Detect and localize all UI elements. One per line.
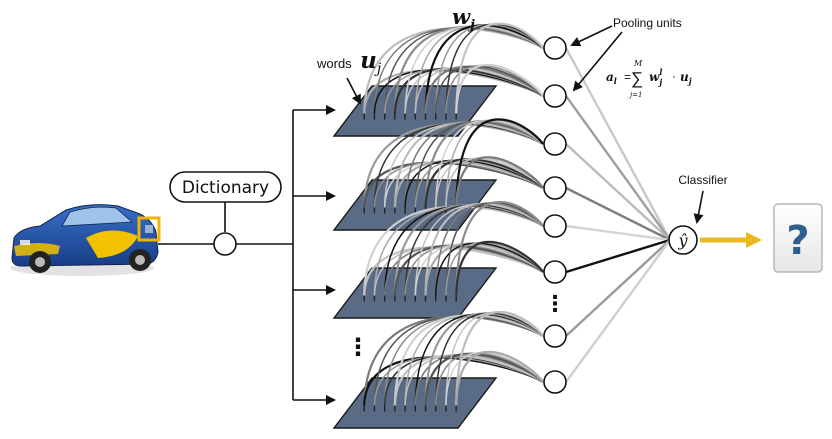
svg-text:∑: ∑ xyxy=(631,69,643,88)
weight-arc xyxy=(455,63,544,114)
dictionary-box xyxy=(169,171,282,203)
planes-ellipsis: ⋮ xyxy=(346,334,370,361)
svg-text:al: al xyxy=(606,70,617,86)
pooling-unit xyxy=(543,214,567,238)
weight-arc xyxy=(455,22,544,114)
words-label: words uj xyxy=(316,47,382,77)
pooling-to-classifier-edge xyxy=(564,47,672,241)
svg-text:·: · xyxy=(672,69,676,83)
pooling-to-classifier-edge xyxy=(565,95,671,241)
pooling-unit xyxy=(543,132,567,156)
weight-arc xyxy=(455,311,544,406)
weight-arc xyxy=(434,352,544,406)
question-mark-icon: ? xyxy=(773,203,823,273)
weight-arc xyxy=(434,157,544,208)
svg-text:=: = xyxy=(624,70,631,84)
pooling-to-classifier-edge xyxy=(565,238,671,274)
weight-arc xyxy=(455,118,544,208)
svg-text:?: ? xyxy=(786,218,809,264)
weight-arc xyxy=(455,350,544,406)
classifier-node xyxy=(668,225,698,255)
image-patch-highlight xyxy=(137,216,161,242)
pooling-unit xyxy=(543,370,567,394)
weight-arc xyxy=(434,65,544,114)
pooling-unit xyxy=(543,260,567,284)
weight-arc xyxy=(455,201,544,296)
svg-text:wlj: wlj xyxy=(649,67,662,87)
svg-text:M: M xyxy=(633,59,643,68)
rally-car-image xyxy=(10,204,159,276)
weight-arc xyxy=(434,242,544,296)
pooling-unit xyxy=(543,84,567,108)
weight-label: wj xyxy=(452,4,475,33)
pooling-to-classifier-edge xyxy=(565,224,671,242)
pooling-unit xyxy=(543,176,567,200)
weight-arc xyxy=(455,240,544,296)
svg-text:j=1: j=1 xyxy=(628,91,643,99)
pooling-unit xyxy=(543,36,567,60)
dictionary-label: Dictionary xyxy=(182,178,269,198)
classifier-output-symbol: ŷ xyxy=(677,231,688,250)
pooling-to-classifier-edge xyxy=(565,143,671,241)
weight-arc xyxy=(455,156,544,208)
encoder-node xyxy=(213,232,237,256)
pooling-ellipsis: ⋮ xyxy=(544,291,566,316)
pooling-unit xyxy=(543,324,567,348)
svg-text:uj: uj xyxy=(680,70,692,86)
pooling-to-classifier-edge xyxy=(565,239,671,337)
weight-arc xyxy=(424,65,544,114)
classifier-label: Classifier xyxy=(678,173,727,187)
pooling-to-classifier-edge xyxy=(565,239,671,383)
pooling-units-label: Pooling units xyxy=(613,16,682,30)
pooling-to-classifier-edge xyxy=(565,186,671,242)
